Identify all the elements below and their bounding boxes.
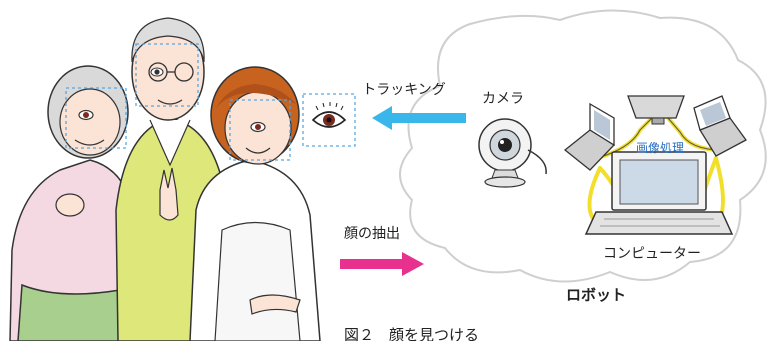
laptop-icon — [563, 102, 616, 171]
camera-label: カメラ — [482, 91, 524, 107]
central-computer-icon — [584, 151, 734, 235]
face-detection-boxes — [65, 43, 291, 161]
tracked-eye — [302, 93, 356, 147]
eye-icon — [311, 102, 347, 128]
laptop-icon-right — [693, 95, 747, 157]
robot-label: ロボット — [566, 286, 626, 304]
figure-caption: 図２ 顔を見つける — [344, 326, 479, 341]
face-eyes — [78, 67, 266, 133]
woman-apron-figure — [189, 66, 321, 341]
face-box-elderly-woman — [65, 87, 127, 149]
extraction-arrow — [340, 252, 424, 276]
computer-label: コンピューター — [603, 246, 701, 262]
face-box-woman — [229, 99, 291, 161]
monitor-icon — [627, 95, 685, 125]
webcam-icon — [478, 118, 547, 188]
tracking-arrow — [372, 106, 466, 130]
image-processing-label: 画像処理 — [636, 141, 684, 155]
tracking-label: トラッキング — [362, 82, 446, 98]
face-extraction-label: 顔の抽出 — [344, 226, 400, 242]
face-box-elderly-man — [135, 43, 199, 107]
